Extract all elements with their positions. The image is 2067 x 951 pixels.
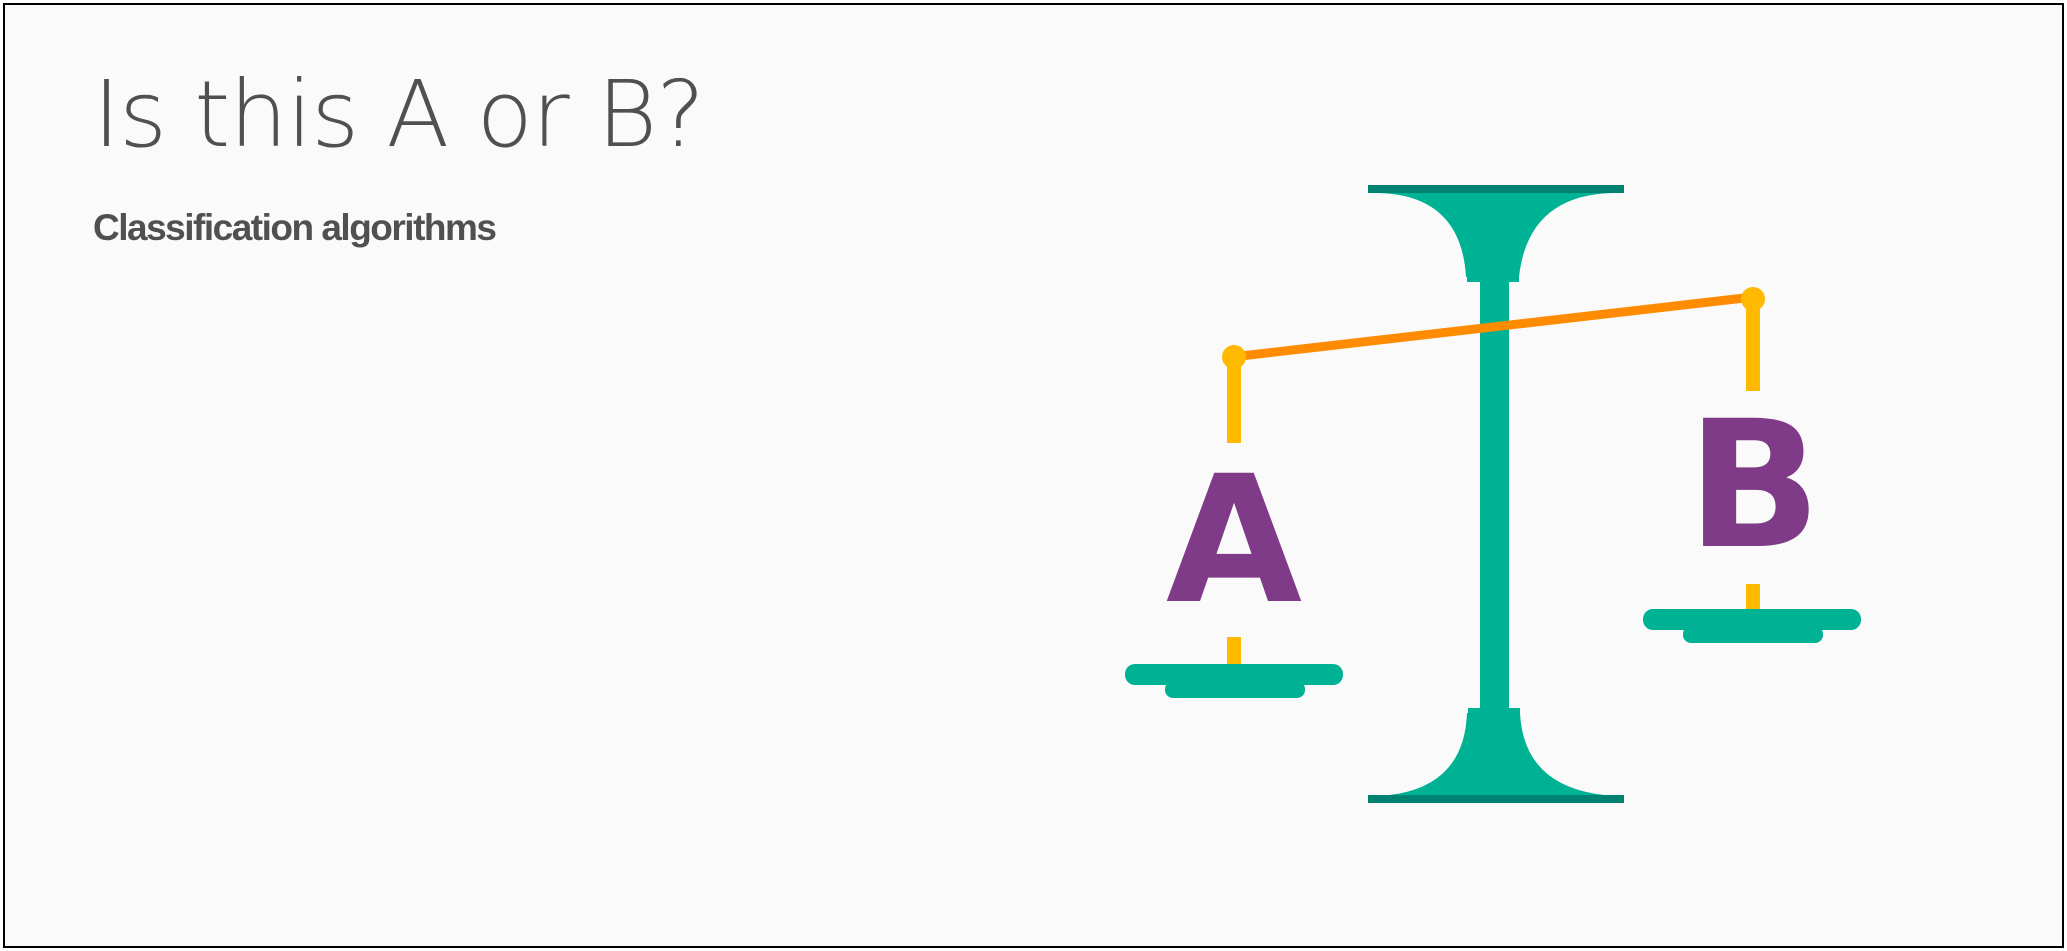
stand-post: [1480, 281, 1509, 713]
left-pan: [1125, 664, 1343, 698]
stand-top: [1368, 185, 1624, 282]
stand-base: [1368, 708, 1624, 803]
right-hanger-rod: [1746, 299, 1760, 391]
slide-title: Is this A or B?: [93, 61, 705, 168]
letter-a: A: [1166, 438, 1302, 643]
left-pan-stem: [1227, 637, 1241, 667]
right-pan-stem: [1746, 584, 1760, 611]
scale-beam: [1227, 292, 1758, 362]
slide-subtitle: Classification algorithms: [93, 207, 497, 248]
slide: Is this A or B? Classification algorithm…: [3, 3, 2064, 948]
letter-b: B: [1687, 383, 1821, 588]
right-pan: [1643, 609, 1861, 643]
balance-scale-illustration: A B: [1125, 185, 1861, 803]
left-hanger-rod: [1227, 357, 1241, 443]
